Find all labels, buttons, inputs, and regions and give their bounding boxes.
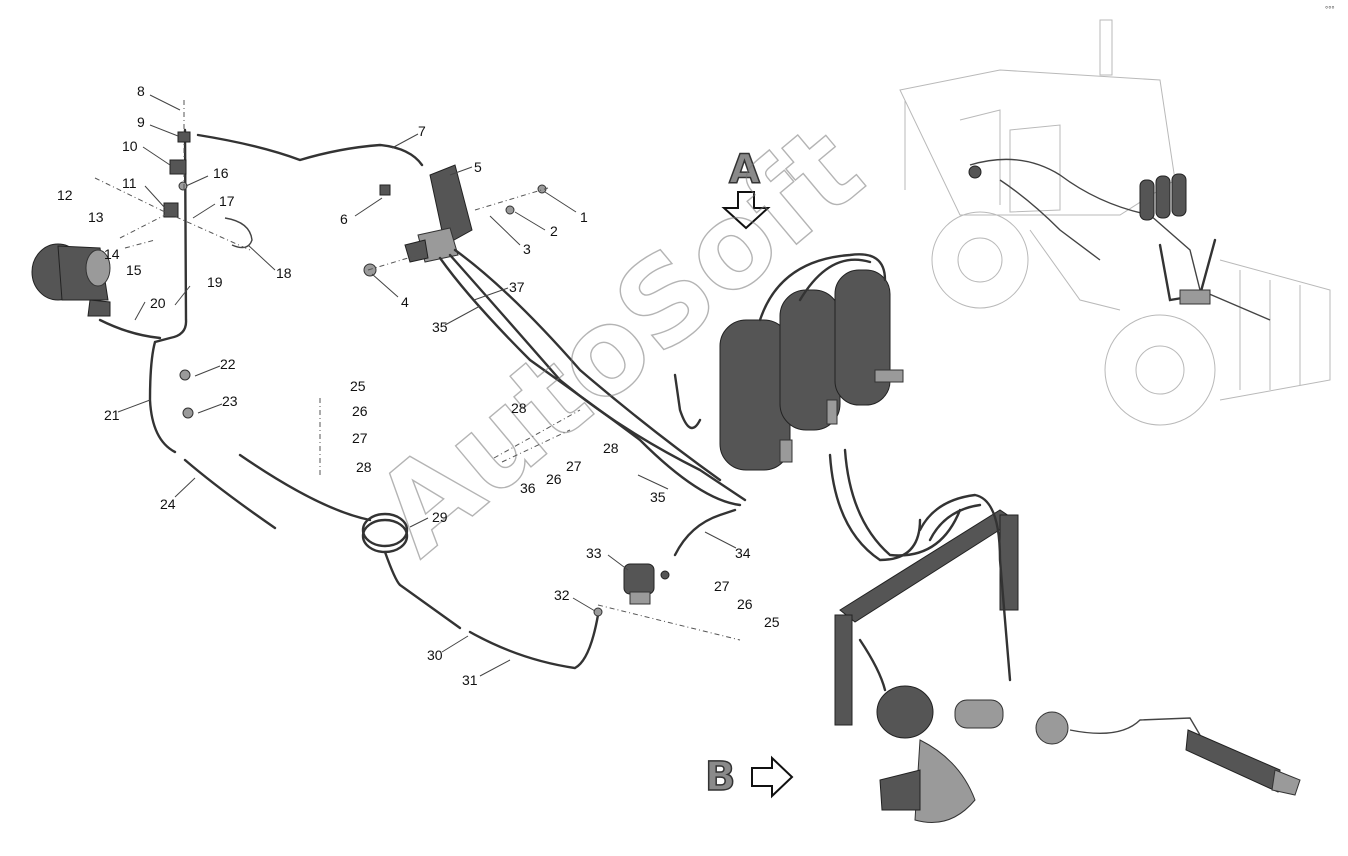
callout-32: 32 (554, 587, 570, 603)
callout-35-upper: 35 (432, 319, 448, 335)
callout-30: 30 (427, 647, 443, 663)
callout-34: 34 (735, 545, 751, 561)
tube-37 (448, 253, 747, 502)
view-a-letter: A (729, 147, 760, 193)
leader-lines (117, 94, 737, 677)
view-b-indicator: B (704, 753, 794, 801)
fitting-23 (182, 407, 194, 419)
callout-15: 15 (126, 262, 142, 278)
tube-20 (98, 318, 162, 340)
coiled-line-29 (238, 453, 600, 670)
callout-7: 7 (418, 123, 426, 139)
air-receivers (673, 253, 904, 471)
tube-34 (673, 508, 737, 557)
callout-17: 17 (219, 193, 235, 209)
callout-37: 37 (509, 279, 525, 295)
callout-3: 3 (523, 241, 531, 257)
callout-26-c: 26 (737, 596, 753, 612)
callout-1: 1 (580, 209, 588, 225)
callout-35-lower: 35 (650, 489, 666, 505)
pressure-sensor-10 (169, 159, 187, 175)
view-a-indicator: A (721, 146, 771, 230)
callout-13: 13 (88, 209, 104, 225)
callout-18: 18 (276, 265, 292, 281)
callout-25-a: 25 (350, 378, 366, 394)
callout-6: 6 (340, 211, 348, 227)
callout-19: 19 (207, 274, 223, 290)
tractor-overview-illustration (899, 19, 1331, 426)
callout-20: 20 (150, 295, 166, 311)
callout-29: 29 (432, 509, 448, 525)
callout-5: 5 (474, 159, 482, 175)
hose-24 (183, 458, 277, 530)
callout-12: 12 (57, 187, 73, 203)
brake-chamber-left (31, 243, 111, 317)
callout-27-c: 27 (714, 578, 730, 594)
callout-28-c: 28 (603, 440, 619, 456)
callout-25-b: 25 (764, 614, 780, 630)
brake-valve-assembly-5 (363, 164, 547, 277)
callout-10: 10 (122, 138, 138, 154)
callout-16: 16 (213, 165, 229, 181)
tube-35 (453, 248, 722, 482)
callout-28-b: 28 (511, 400, 527, 416)
tube-18 (224, 217, 253, 249)
callout-33: 33 (586, 545, 602, 561)
view-b-letter: B (705, 754, 736, 800)
tube-19-21 (148, 128, 188, 454)
corner-mark: °°° (1325, 5, 1335, 14)
view-a-arrow-icon (721, 191, 771, 230)
callout-26-a: 26 (352, 403, 368, 419)
callout-numbers: 8 9 10 11 12 13 14 15 16 17 18 19 20 22 … (57, 83, 780, 688)
callout-4: 4 (401, 294, 409, 310)
callout-31: 31 (462, 672, 478, 688)
tube-7 (196, 133, 424, 167)
callout-27-a: 27 (352, 430, 368, 446)
callout-36: 36 (520, 480, 536, 496)
fitting-16 (178, 181, 188, 191)
tube-tanks-down-1 (828, 453, 922, 562)
callout-23: 23 (222, 393, 238, 409)
callout-9: 9 (137, 114, 145, 130)
valve-11 (163, 202, 179, 218)
callout-21: 21 (104, 407, 120, 423)
rear-brake-frame (834, 493, 1301, 823)
callout-11: 11 (122, 175, 137, 191)
callout-2: 2 (550, 223, 558, 239)
callout-26-b: 26 (546, 471, 562, 487)
callout-27-b: 27 (566, 458, 582, 474)
valve-33 (593, 563, 670, 617)
dash-dot-assembly-lines (94, 100, 741, 641)
fitting-22 (179, 369, 191, 381)
callout-14: 14 (104, 246, 120, 262)
callout-22: 22 (220, 356, 236, 372)
callout-28-a: 28 (356, 459, 372, 475)
callout-24: 24 (160, 496, 176, 512)
tube-tanks-down-2 (843, 448, 962, 557)
view-b-arrow-icon (751, 755, 794, 799)
callout-8: 8 (137, 83, 145, 99)
